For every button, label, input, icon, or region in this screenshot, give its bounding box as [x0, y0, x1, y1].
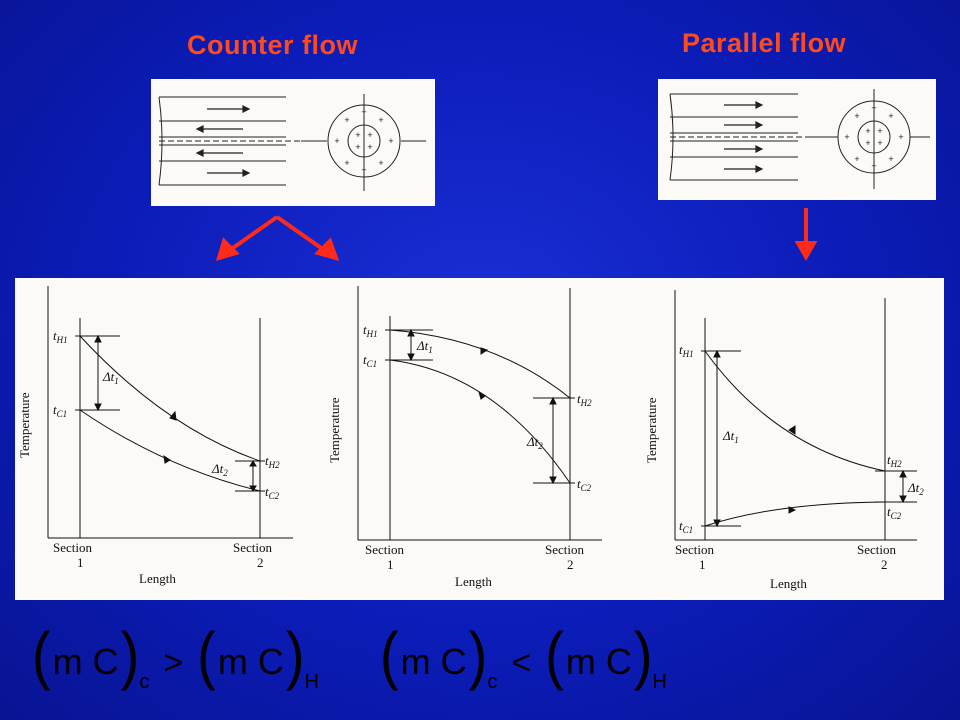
formula-left: (m C)c > (m C)H: [32, 622, 319, 693]
chart1-section2: Section: [233, 540, 272, 555]
chart1-tC2: tC2: [265, 484, 280, 501]
svg-text:+: +: [378, 115, 383, 125]
hot-curve: [79, 335, 261, 462]
svg-text:+: +: [344, 158, 349, 168]
chart1-section1-num: 1: [77, 555, 84, 570]
parallel-flow-title: Parallel flow: [682, 28, 847, 58]
chart3-tC1: tC1: [679, 518, 693, 535]
formula-left-rel: >: [163, 644, 184, 682]
chart3-section2: Section: [857, 542, 896, 557]
close-paren: ): [285, 618, 305, 691]
formula-right: (m C)c < (m C)H: [380, 622, 667, 693]
chart3-tH2: tH2: [887, 452, 902, 469]
chart2-y-label: Temperature: [327, 397, 342, 463]
chart2-tH2: tH2: [577, 391, 592, 408]
svg-text:+: +: [355, 130, 360, 140]
chart2-dt1: Δt1: [416, 338, 433, 355]
chart1-y-label: Temperature: [17, 392, 32, 458]
chart3-dt1: Δt1: [722, 428, 739, 445]
svg-text:+: +: [877, 138, 882, 148]
formula-left-lhs: m C: [52, 641, 119, 682]
svg-text:+: +: [854, 111, 859, 121]
chart2-tC1: tC1: [363, 352, 377, 369]
temperature-charts-panel: Temperature tH1 tC1 Δt1 Δt2 tH2 tC2 Sect…: [15, 278, 944, 600]
open-paren: (: [380, 618, 399, 691]
chart3-section1: Section: [675, 542, 714, 557]
chart3-section1-num: 1: [699, 557, 706, 572]
counter-flow-schematic: + + + + + + + + + + + +: [151, 79, 435, 206]
parallel-flow-chart: [674, 290, 917, 541]
arrow-left-icon: [228, 215, 279, 252]
chart1-x-label: Length: [139, 571, 176, 586]
svg-text:+: +: [361, 107, 366, 117]
chart1-section1: Section: [53, 540, 92, 555]
svg-text:+: +: [844, 132, 849, 142]
chart1-tH1: tH1: [53, 328, 68, 345]
chart3-x-label: Length: [770, 576, 807, 591]
chart1-tC1: tC1: [53, 402, 67, 419]
close-paren: ): [120, 618, 140, 691]
chart3-dt2: Δt2: [907, 480, 924, 497]
chart1-dt1: Δt1: [102, 369, 119, 386]
hot-curve: [704, 350, 886, 472]
svg-text:+: +: [344, 115, 349, 125]
chart1-dt2: Δt2: [211, 461, 228, 478]
arrow-right-icon: [275, 215, 326, 252]
counter-flow-title: Counter flow: [187, 30, 358, 60]
formula-left-rhs: m C: [217, 641, 284, 682]
chart1-tH2: tH2: [265, 453, 280, 470]
svg-text:+: +: [361, 165, 366, 175]
close-paren: ): [468, 618, 488, 691]
formula-right-lhs-sub: c: [487, 671, 498, 693]
svg-text:+: +: [367, 130, 372, 140]
open-paren: (: [545, 618, 564, 691]
chart3-y-label: Temperature: [644, 397, 659, 463]
chart1-section2-num: 2: [257, 555, 264, 570]
chart2-section1: Section: [365, 542, 404, 557]
svg-text:+: +: [865, 138, 870, 148]
chart2-dt2: Δt2: [526, 434, 543, 451]
svg-text:+: +: [378, 158, 383, 168]
formula-right-rhs-sub: H: [652, 671, 667, 693]
svg-text:+: +: [388, 136, 393, 146]
svg-text:+: +: [871, 161, 876, 171]
cold-curve: [704, 501, 886, 527]
formula-left-lhs-sub: c: [139, 671, 150, 693]
svg-text:+: +: [865, 126, 870, 136]
formula-left-rhs-sub: H: [304, 671, 319, 693]
svg-text:+: +: [888, 111, 893, 121]
chart2-tC2: tC2: [577, 476, 592, 493]
parallel-flow-schematic: + + + + + + + + + + + +: [658, 79, 936, 200]
svg-text:+: +: [854, 154, 859, 164]
chart3-tH1: tH1: [679, 342, 694, 359]
svg-text:+: +: [871, 103, 876, 113]
formula-right-rel: <: [511, 644, 532, 682]
chart2-section2: Section: [545, 542, 584, 557]
chart2-x-label: Length: [455, 574, 492, 589]
svg-text:+: +: [355, 142, 360, 152]
open-paren: (: [32, 618, 51, 691]
open-paren: (: [197, 618, 216, 691]
counter-flow-chart-1: [47, 286, 293, 539]
formula-right-rhs: m C: [565, 641, 632, 682]
svg-text:+: +: [888, 154, 893, 164]
chart2-tH1: tH1: [363, 322, 378, 339]
svg-text:+: +: [367, 142, 372, 152]
cold-curve: [389, 359, 571, 484]
chart2-section2-num: 2: [567, 557, 574, 572]
svg-text:+: +: [334, 136, 339, 146]
chart3-tC2: tC2: [887, 504, 902, 521]
chart3-section2-num: 2: [881, 557, 888, 572]
counter-flow-chart-2: [357, 286, 602, 541]
formula-right-lhs: m C: [400, 641, 467, 682]
svg-text:+: +: [877, 126, 882, 136]
chart2-section1-num: 1: [387, 557, 394, 572]
hot-curve: [389, 329, 571, 399]
svg-text:+: +: [898, 132, 903, 142]
close-paren: ): [633, 618, 653, 691]
